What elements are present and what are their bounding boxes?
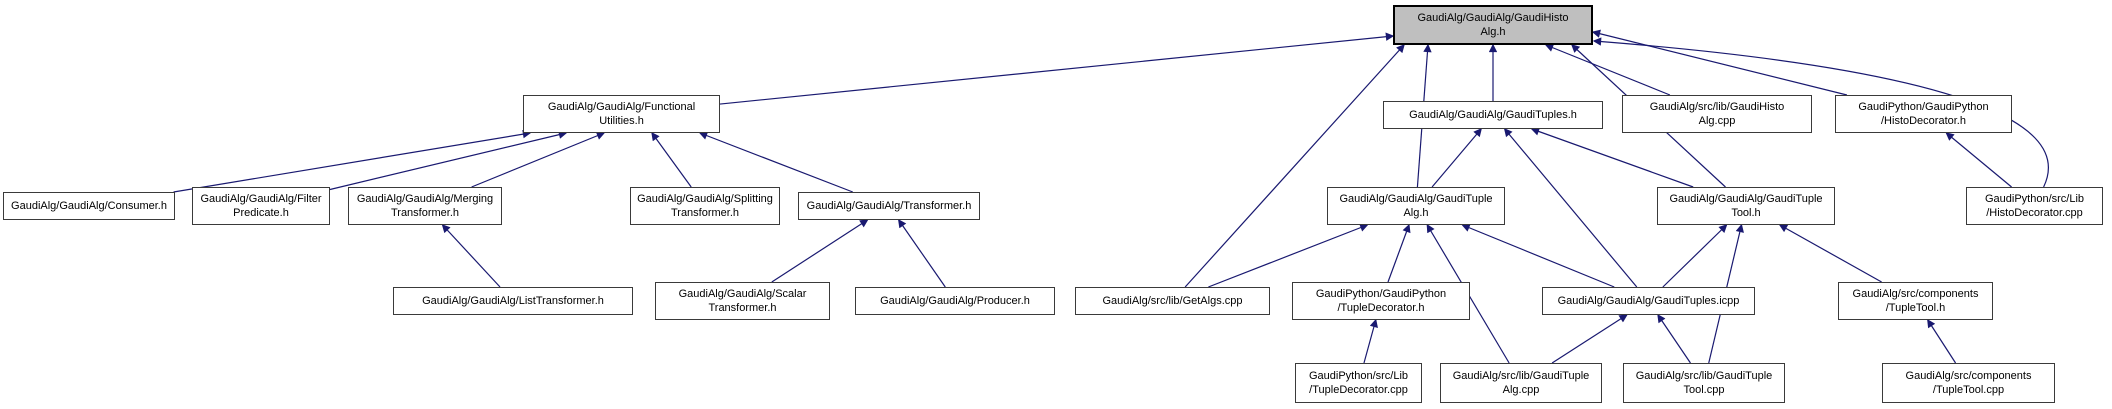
include-edge-n11-n2: [1530, 127, 1694, 188]
include-edge-n14-n9: [771, 219, 869, 283]
node-label-line: /TupleTool.cpp: [1932, 384, 2005, 396]
include-edge-n23-n19: [1927, 318, 1957, 364]
node-label-line: /TupleDecorator.cpp: [1309, 384, 1408, 396]
node-gaudialg-gaudialg-gaudituples-h[interactable]: GaudiAlg/GaudiAlg/GaudiTuples.h: [1383, 101, 1603, 129]
node-label-line: GaudiAlg/GaudiAlg/GaudiHisto: [1417, 12, 1569, 24]
node-label-line: /TupleDecorator.h: [1337, 302, 1425, 314]
node-label-line: /TupleTool.h: [1885, 302, 1946, 314]
include-edge-n17-n10: [1387, 223, 1411, 283]
include-edge-n3-n0: [1544, 43, 1671, 96]
node-label-line: Utilities.h: [599, 115, 644, 127]
node-gaudialg-gaudialg-gaudituples-icpp[interactable]: GaudiAlg/GaudiAlg/GaudiTuples.icpp: [1542, 287, 1755, 315]
node-label-line: GaudiAlg/GaudiAlg/Producer.h: [880, 295, 1030, 307]
node-label-line: GaudiAlg/GaudiAlg/GaudiTuple: [1669, 193, 1823, 205]
node-label-line: GaudiPython/GaudiPython: [1315, 288, 1447, 300]
node-label-line: GaudiAlg/GaudiAlg/Merging: [356, 193, 494, 205]
include-edge-n6-n1: [329, 130, 568, 191]
node-gaudialg-src-components-tupletool-cpp[interactable]: GaudiAlg/src/components/TupleTool.cpp: [1882, 363, 2055, 403]
node-label-line: Tool.cpp: [1683, 384, 1725, 396]
include-edge-n5-n1: [173, 130, 532, 193]
node-label-line: GaudiAlg/GaudiAlg/Splitting: [637, 193, 773, 205]
include-edge-n13-n7: [441, 224, 501, 288]
node-gaudipython-src-lib-tupledecorator-cpp[interactable]: GaudiPython/src/Lib/TupleDecorator.cpp: [1295, 363, 1422, 403]
include-edge-n22-n18: [1657, 313, 1691, 364]
node-label-line: GaudiAlg/src/lib/GetAlgs.cpp: [1102, 295, 1243, 307]
include-edge-n21-n18: [1551, 314, 1628, 364]
node-label-line: GaudiPython/GaudiPython: [1858, 101, 1989, 113]
include-edge-n16-n0: [1184, 44, 1405, 288]
node-label-line: GaudiAlg/GaudiAlg/Scalar: [678, 288, 807, 300]
node-label-line: Alg.h: [1480, 26, 1506, 38]
node-gaudialg-gaudialg-transformer-h[interactable]: GaudiAlg/GaudiAlg/Transformer.h: [798, 192, 980, 220]
node-label-line: Predicate.h: [233, 207, 289, 219]
node-label-line: GaudiAlg/GaudiAlg/GaudiTuples.h: [1409, 109, 1577, 121]
node-label-line: Alg.cpp: [1502, 384, 1540, 396]
node-label-line: GaudiAlg/GaudiAlg/GaudiTuples.icpp: [1557, 295, 1740, 307]
node-label-line: GaudiAlg/src/lib/GaudiTuple: [1635, 370, 1773, 382]
node-gaudialg-src-components-tupletool-h[interactable]: GaudiAlg/src/components/TupleTool.h: [1838, 282, 1993, 320]
node-label-line: GaudiPython/src/Lib: [1984, 193, 2085, 205]
include-edge-n1-n0: [719, 32, 1395, 105]
node-label-line: Alg.cpp: [1698, 115, 1736, 127]
node-label-line: GaudiAlg/GaudiAlg/Transformer.h: [806, 200, 972, 212]
node-label-line: GaudiAlg/src/lib/GaudiTuple: [1452, 370, 1590, 382]
node-label-line: GaudiAlg/GaudiAlg/Consumer.h: [11, 200, 167, 212]
node-label-line: GaudiAlg/GaudiAlg/GaudiTuple: [1339, 193, 1493, 205]
node-gaudipython-gaudipython-tupledecorator-h[interactable]: GaudiPython/GaudiPython/TupleDecorator.h: [1292, 282, 1470, 320]
node-label-line: GaudiAlg/src/components: [1905, 370, 2032, 382]
node-label-line: Transformer.h: [670, 207, 740, 219]
node-gaudipython-gaudipython-histodecorator-h[interactable]: GaudiPython/GaudiPython/HistoDecorator.h: [1835, 95, 2012, 133]
include-edge-n18-n10: [1461, 223, 1615, 288]
node-label-line: GaudiAlg/GaudiAlg/ListTransformer.h: [422, 295, 604, 307]
node-gaudialg-gaudialg-listtransformer-h[interactable]: GaudiAlg/GaudiAlg/ListTransformer.h: [393, 287, 633, 315]
include-edge-n15-n9: [898, 218, 946, 288]
node-label-line: GaudiAlg/GaudiAlg/Filter: [200, 193, 322, 205]
node-gaudialg-src-lib-getalgs-cpp[interactable]: GaudiAlg/src/lib/GetAlgs.cpp: [1075, 287, 1270, 315]
node-label-line: GaudiAlg/GaudiAlg/Functional: [547, 101, 696, 113]
node-label-line: Transformer.h: [708, 302, 777, 314]
include-edge-n9-n1: [698, 131, 853, 193]
include-edge-n16-n10: [1208, 223, 1369, 288]
node-label-line: /HistoDecorator.h: [1881, 115, 1966, 127]
include-edge-n10-n2: [1431, 128, 1482, 188]
include-edge-n18-n2: [1503, 128, 1638, 288]
node-label-line: Tool.h: [1731, 207, 1761, 219]
node-label-line: GaudiPython/src/Lib: [1308, 370, 1409, 382]
include-edge-n4-n0: [1591, 29, 1848, 96]
node-label-line: GaudiAlg/src/lib/GaudiHisto: [1649, 101, 1785, 113]
node-gaudipython-src-lib-histodecorator-cpp[interactable]: GaudiPython/src/Lib/HistoDecorator.cpp: [1966, 187, 2103, 225]
include-edge-n12-n4: [1945, 132, 2012, 188]
node-label-line: GaudiAlg/src/components: [1852, 288, 1979, 300]
node-label-line: Transformer.h: [390, 207, 460, 219]
include-edge-n8-n1: [651, 131, 692, 188]
include-edge-n20-n17: [1363, 318, 1378, 364]
node-label-line: Alg.h: [1403, 207, 1429, 219]
node-gaudialg-gaudialg-consumer-h[interactable]: GaudiAlg/GaudiAlg/Consumer.h: [3, 192, 175, 220]
node-gaudialg-gaudialg-producer-h[interactable]: GaudiAlg/GaudiAlg/Producer.h: [855, 287, 1055, 315]
include-edge-n18-n11: [1662, 224, 1728, 288]
node-label-line: /HistoDecorator.cpp: [1986, 207, 2083, 219]
include-edge-n7-n1: [471, 131, 606, 188]
include-edge-n19-n11: [1778, 224, 1882, 283]
